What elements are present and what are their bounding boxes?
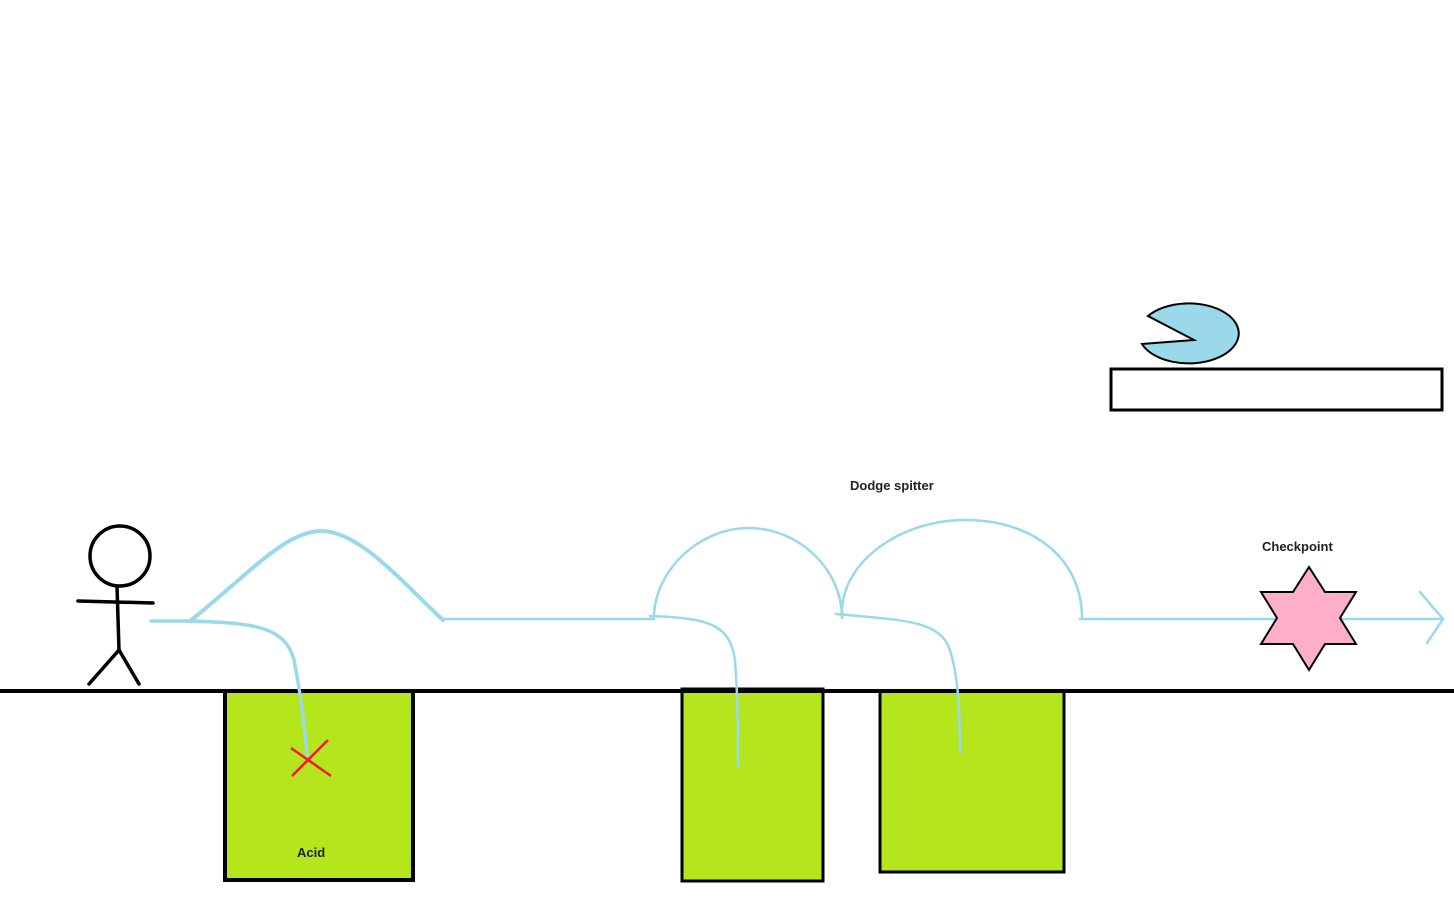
checkpoint-label: Checkpoint [1262,539,1333,554]
death-x-icon [290,739,332,778]
checkpoint-star-icon [1259,565,1358,672]
acid-pit-2 [680,687,825,883]
path-hop-2 [840,518,1084,620]
path-drop-1 [648,614,740,768]
path-fall-into-acid [188,619,309,757]
movement-paths [149,518,1445,768]
acid-pit-1 [223,689,415,882]
acid-pit-3 [878,689,1066,874]
dodge-spitter-label: Dodge spitter [850,478,934,493]
platform [1109,367,1444,412]
path-arrow-head-icon [1418,590,1445,645]
spitter-enemy-icon [1140,302,1240,365]
player-stick-figure-icon [76,524,155,686]
path-drop-2 [834,612,962,754]
path-jump-over-acid [188,528,445,623]
acid-label: Acid [297,845,326,860]
path-hop-1 [652,526,844,620]
